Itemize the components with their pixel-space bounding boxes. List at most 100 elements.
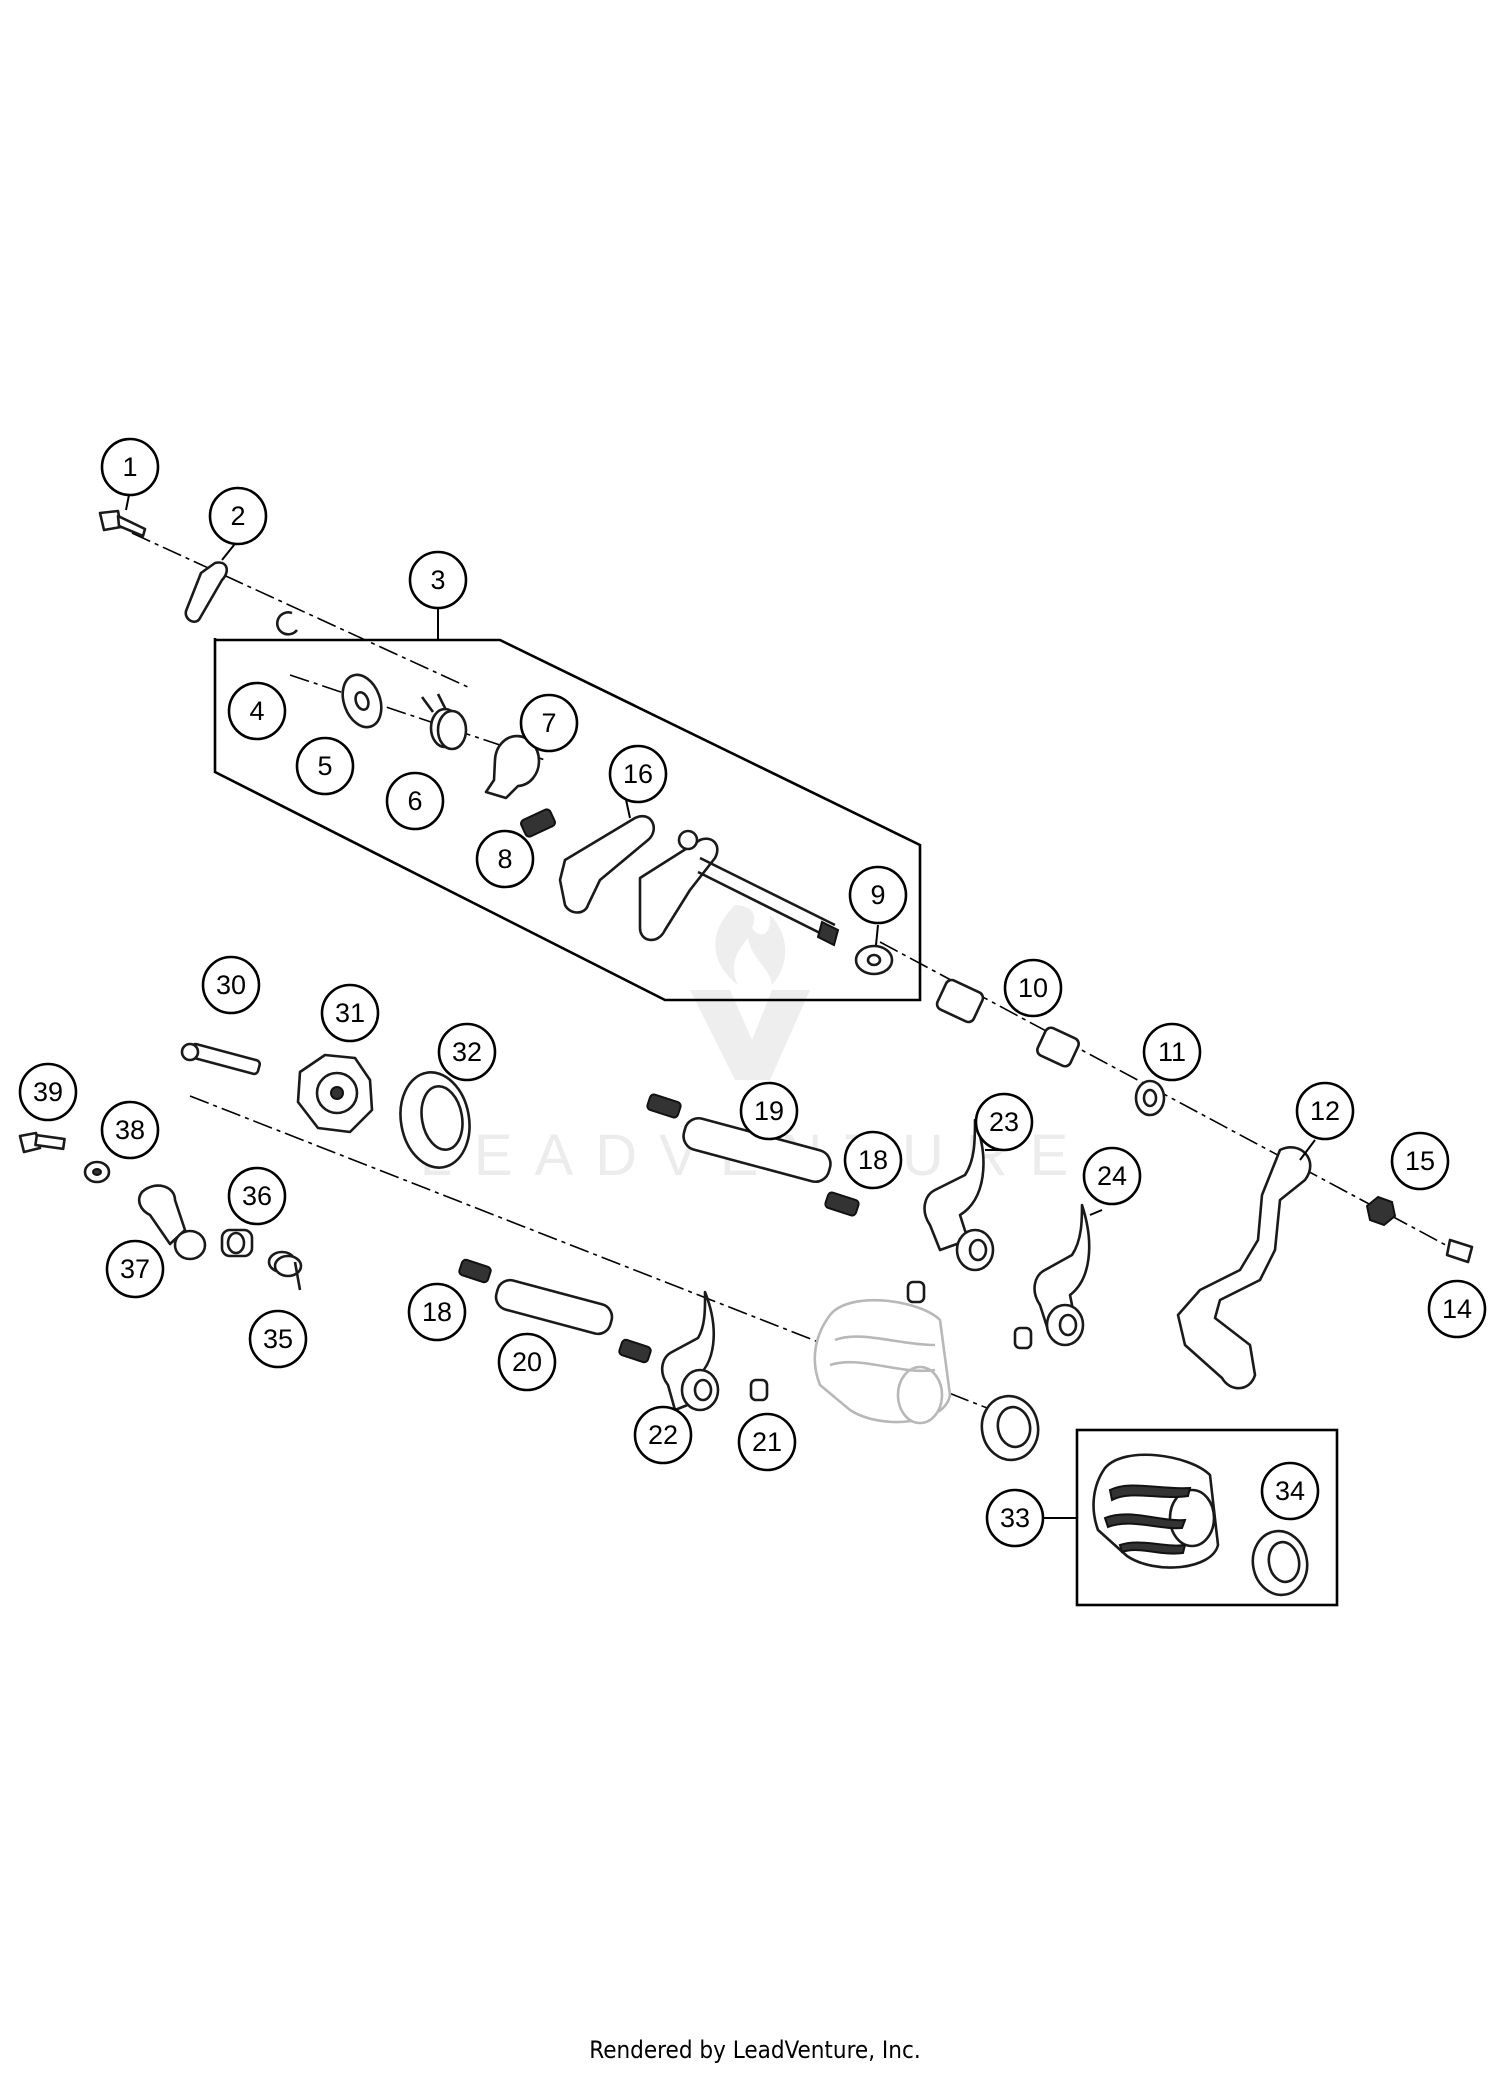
spring-part-8 [520, 808, 556, 838]
cam-plate-part-7 [484, 734, 541, 800]
callouts: 1 2 3 4 5 6 7 8 9 10 11 12 14 15 16 18 1… [18, 437, 1487, 1548]
bearing-part-34 [1251, 1529, 1309, 1597]
callout-31[interactable]: 31 [320, 983, 380, 1043]
bearing-drum [980, 1394, 1040, 1462]
svg-text:32: 32 [452, 1037, 482, 1067]
pin-part-30 [180, 1042, 262, 1076]
svg-text:19: 19 [754, 1096, 784, 1126]
svg-text:15: 15 [1405, 1146, 1435, 1176]
callout-2[interactable]: 2 [208, 486, 268, 546]
sleeve-part-36 [220, 1228, 254, 1258]
callout-35[interactable]: 35 [248, 1309, 308, 1369]
pin-part-23-pin [906, 1280, 926, 1304]
svg-text:14: 14 [1442, 1294, 1472, 1324]
locking-lever-part-37 [137, 1184, 207, 1261]
svg-text:1: 1 [122, 452, 137, 482]
shift-drum-faint [813, 1298, 952, 1425]
callout-3[interactable]: 3 [408, 550, 468, 610]
svg-text:18: 18 [422, 1297, 452, 1327]
callout-11[interactable]: 11 [1142, 1022, 1202, 1082]
pin-part-24-pin [1013, 1326, 1033, 1350]
svg-text:21: 21 [752, 1427, 782, 1457]
callout-21[interactable]: 21 [737, 1412, 797, 1472]
spring-part-18b [824, 1191, 860, 1217]
rod-part-20 [494, 1278, 614, 1336]
callout-6[interactable]: 6 [385, 771, 445, 831]
spring-part-18c [458, 1258, 492, 1284]
callout-16[interactable]: 16 [608, 744, 668, 804]
svg-text:34: 34 [1275, 1476, 1305, 1506]
svg-text:20: 20 [512, 1347, 542, 1377]
svg-text:12: 12 [1310, 1096, 1340, 1126]
lever-part-2 [184, 561, 229, 623]
svg-text:11: 11 [1158, 1037, 1186, 1067]
shift-drum-part-33 [1092, 1453, 1220, 1569]
washer-part-5 [341, 673, 383, 729]
callout-5[interactable]: 5 [295, 736, 355, 796]
svg-text:33: 33 [1000, 1503, 1030, 1533]
callout-1[interactable]: 1 [100, 437, 160, 497]
callout-8[interactable]: 8 [475, 829, 535, 889]
svg-text:35: 35 [263, 1324, 293, 1354]
parts [18, 509, 1474, 1597]
bolt-part-14 [1445, 1238, 1474, 1264]
callout-33[interactable]: 33 [985, 1488, 1045, 1548]
svg-text:2: 2 [230, 501, 245, 531]
callout-24[interactable]: 24 [1082, 1146, 1142, 1206]
shift-fork-part-23 [923, 1118, 995, 1272]
callout-22[interactable]: 22 [633, 1405, 693, 1465]
svg-text:22: 22 [648, 1420, 678, 1450]
bushing-part-10b [1036, 1026, 1080, 1068]
seal-part-11 [1134, 1079, 1166, 1117]
callout-30[interactable]: 30 [201, 955, 261, 1015]
svg-text:4: 4 [249, 696, 264, 726]
circlip-part-4 [275, 611, 299, 636]
spring-part-18a [646, 1093, 682, 1119]
svg-text:31: 31 [335, 998, 365, 1028]
callout-9[interactable]: 9 [848, 865, 908, 925]
nut-part-15 [1365, 1195, 1397, 1227]
svg-text:16: 16 [623, 759, 653, 789]
spring-part-6 [420, 693, 468, 751]
callout-15[interactable]: 15 [1390, 1131, 1450, 1191]
callout-20[interactable]: 20 [497, 1332, 557, 1392]
bearing-part-32 [399, 1071, 471, 1169]
callout-14[interactable]: 14 [1427, 1279, 1487, 1339]
callout-4[interactable]: 4 [227, 681, 287, 741]
callout-10[interactable]: 10 [1003, 958, 1063, 1018]
callout-23[interactable]: 23 [974, 1092, 1034, 1152]
callout-36[interactable]: 36 [227, 1166, 287, 1226]
callout-18-upper[interactable]: 18 [843, 1130, 903, 1190]
shift-shaft-assembly [638, 829, 840, 947]
callout-37[interactable]: 37 [105, 1239, 165, 1299]
bushing-part-10a [935, 978, 985, 1024]
shift-lever-part-12 [1176, 1146, 1312, 1390]
svg-text:30: 30 [216, 970, 246, 1000]
callout-32[interactable]: 32 [437, 1022, 497, 1082]
svg-text:7: 7 [541, 708, 556, 738]
callout-19[interactable]: 19 [739, 1081, 799, 1141]
svg-text:39: 39 [33, 1077, 63, 1107]
svg-text:38: 38 [115, 1115, 145, 1145]
callout-7[interactable]: 7 [519, 693, 579, 753]
watermark-v-logo-icon [690, 990, 810, 1080]
callout-12[interactable]: 12 [1295, 1081, 1355, 1141]
svg-text:37: 37 [120, 1254, 150, 1284]
shift-plate-part-16 [558, 814, 655, 914]
svg-text:23: 23 [989, 1107, 1019, 1137]
svg-text:9: 9 [870, 880, 885, 910]
bolt-part-1 [98, 509, 147, 538]
callout-34[interactable]: 34 [1260, 1461, 1320, 1521]
svg-text:18: 18 [858, 1145, 888, 1175]
spring-part-35 [267, 1250, 303, 1291]
svg-text:36: 36 [242, 1181, 272, 1211]
bolt-part-39 [18, 1131, 66, 1154]
callout-18-lower[interactable]: 18 [407, 1282, 467, 1342]
shift-fork-part-22 [660, 1290, 720, 1412]
callout-39[interactable]: 39 [18, 1062, 78, 1122]
callout-38[interactable]: 38 [100, 1100, 160, 1160]
washer-part-38 [83, 1160, 111, 1184]
svg-text:3: 3 [430, 565, 445, 595]
pin-part-21 [749, 1378, 769, 1402]
